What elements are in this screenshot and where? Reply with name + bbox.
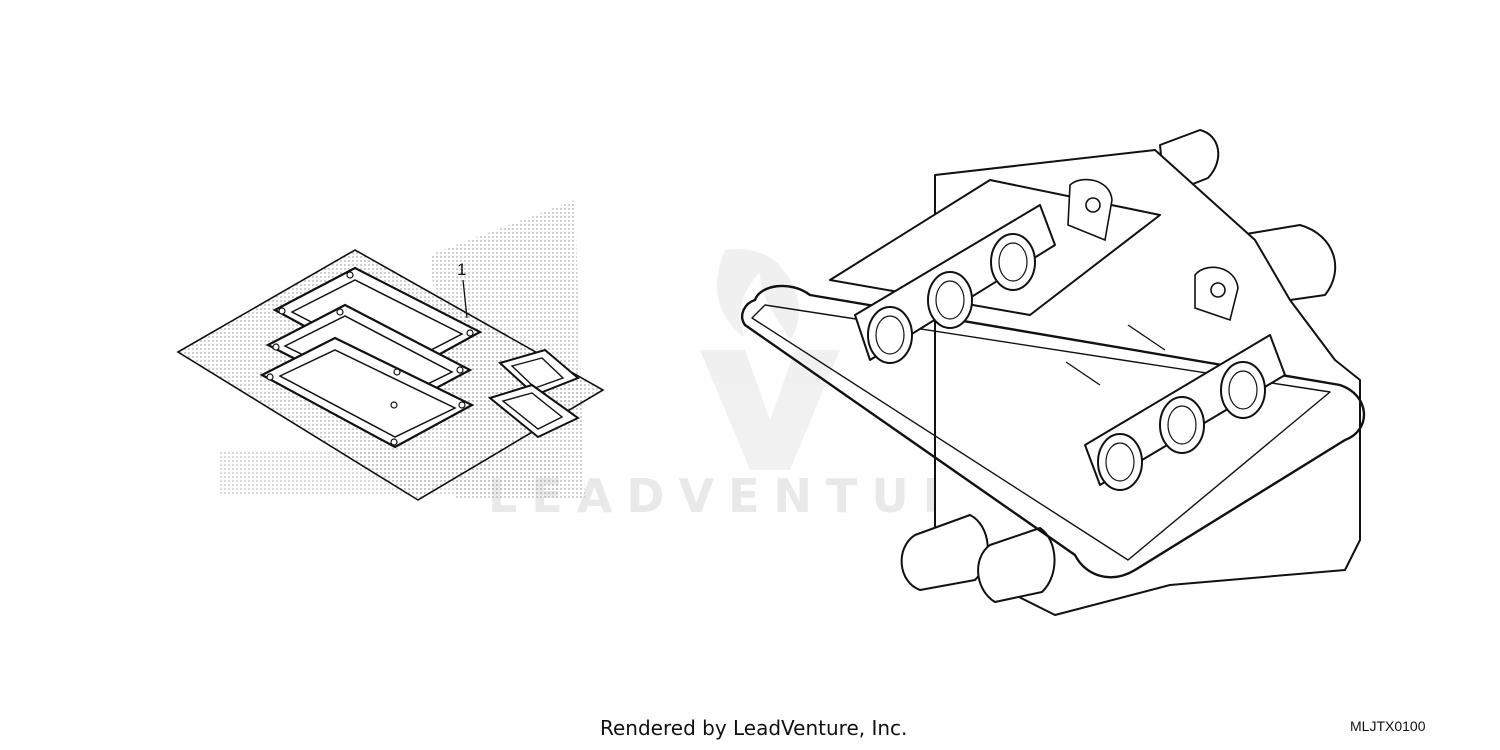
callout-label-1: 1 <box>457 260 466 279</box>
watermark-logo <box>700 248 840 470</box>
footer-credit: Rendered by LeadVenture, Inc. <box>600 716 908 740</box>
engine-block-illustration <box>741 129 1366 616</box>
diagram-code: MLJTX0100 <box>1350 718 1426 734</box>
gasket-kit-illustration <box>176 200 605 501</box>
